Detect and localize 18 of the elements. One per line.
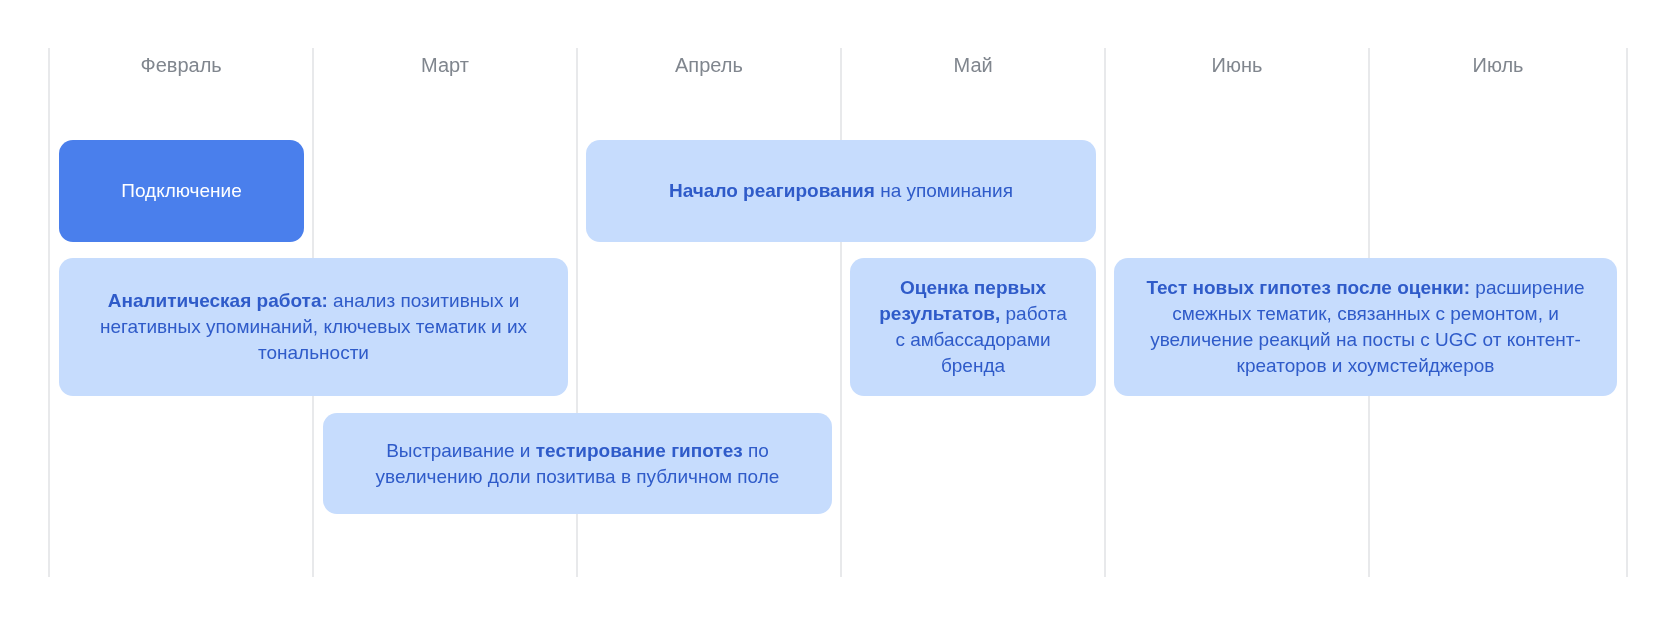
task-text: Оценка первых результатов, работа с амбассадорами бренда [878, 276, 1068, 378]
task-text: Подключение [121, 179, 242, 203]
month-label: Май [953, 53, 993, 77]
timeline-bar [586, 140, 1096, 242]
task-text: Аналитическая работа: анализ позитивных и негативных упоминаний, ключевых тематик и их тональности [98, 289, 528, 365]
timeline-bar [850, 258, 1096, 396]
month-label: Июль [1472, 53, 1524, 77]
month-label: Февраль [140, 53, 222, 77]
month-label: Апрель [675, 53, 743, 77]
task-text: Выстраивание и тестирование гипотез по увеличению доли позитива в публичном поле [374, 438, 781, 489]
timeline-bar [59, 258, 568, 396]
timeline-bar [323, 413, 832, 514]
month-label: Июнь [1211, 53, 1263, 77]
timeline-bar [59, 140, 304, 242]
timeline-bar [1114, 258, 1617, 396]
task-text: Тест новых гипотез после оценки: расширение смежных тематик, связанных с ремонтом, и увеличение реакций на посты с UGC от контент-креаторов и хоумстейджеров [1145, 276, 1586, 378]
month-label: Март [421, 53, 469, 77]
task-text: Начало реагирования на упоминания [669, 179, 1013, 203]
